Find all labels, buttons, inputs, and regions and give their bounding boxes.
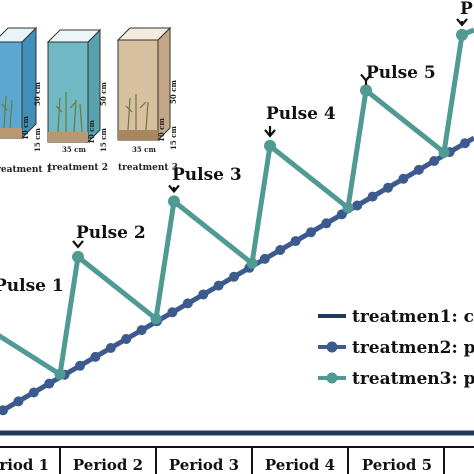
- period-label: Period 1: [0, 456, 49, 474]
- press-series-dot: [136, 325, 147, 336]
- press-series-dot: [182, 298, 193, 309]
- tank-2-depth-label: 15 cm: [99, 128, 108, 152]
- press-series-dot: [321, 218, 332, 229]
- press-series-dot: [290, 236, 301, 247]
- period-label: Period 2: [73, 456, 143, 474]
- pulse-arrow-head: [72, 240, 84, 249]
- pulse-label: P: [460, 0, 473, 19]
- tank-inset: 50 cm 15 cm 10 cm treatment 1 35 cm 50 c…: [0, 26, 178, 175]
- legend-press-swatch-dot: [326, 341, 338, 353]
- period-label: Period 3: [169, 456, 239, 474]
- legend-pulse-label: treatmen3: pu: [352, 369, 474, 389]
- pulse-peak-dot: [456, 28, 468, 41]
- press-series-dot: [398, 173, 409, 184]
- legend: treatmen1: co treatmen2: pr treatmen3: p…: [318, 307, 474, 389]
- pulse-peak-dot: [72, 250, 84, 263]
- pulse-arrow-head: [264, 129, 276, 138]
- press-series-dot: [44, 378, 55, 389]
- tank-1-soil-label: 10 cm: [21, 116, 30, 140]
- press-series-dot: [198, 289, 209, 300]
- period-label: Period 5: [362, 456, 432, 474]
- pulse-trough-dot: [150, 313, 162, 325]
- tank-3-soil-label: 10 cm: [157, 118, 166, 142]
- press-series-dot: [460, 138, 470, 149]
- press-series-dot: [429, 156, 440, 166]
- press-series-dot: [13, 396, 24, 407]
- legend-pulse-swatch-dot: [326, 372, 338, 384]
- period-axis: Period 1 Period 2 Period 3 Period 4 Period 5: [0, 447, 445, 474]
- tank-treatment-2: 35 cm 50 cm 15 cm 10 cm treatment 2: [46, 28, 108, 173]
- press-series-dot: [105, 343, 116, 353]
- tank-2-height-label: 50 cm: [99, 82, 108, 106]
- pulse-label: Pulse 4: [266, 104, 336, 124]
- pulse-trough-dot: [438, 146, 450, 158]
- pulse-label: Pulse 2: [76, 223, 146, 243]
- press-series-dot: [121, 334, 132, 344]
- tank-2-width-label: 35 cm: [62, 145, 86, 154]
- tank-1-height-label: 50 cm: [33, 82, 42, 106]
- press-series-dot: [367, 191, 378, 202]
- pulse-series-line: [0, 27, 474, 379]
- pulse-label: Pulse 3: [172, 165, 242, 185]
- pulse-trough-dot: [246, 257, 258, 269]
- pulse-peak-dot: [264, 139, 276, 152]
- press-series-dot: [28, 387, 39, 398]
- legend-control-label: treatmen1: co: [352, 307, 474, 327]
- press-series-dot: [352, 200, 363, 211]
- pulse-trough-dot: [54, 368, 66, 380]
- press-series-dot: [213, 280, 224, 291]
- pulse-trough-dot: [342, 202, 354, 214]
- press-series-dot: [336, 209, 347, 220]
- tank-1-depth-label: 15 cm: [33, 128, 42, 152]
- period-label: Period 4: [265, 456, 335, 474]
- tank-3-width-label: 35 cm: [132, 145, 156, 154]
- press-series-dot: [383, 182, 393, 193]
- pulse-arrow-head: [360, 73, 372, 83]
- press-series-dot: [259, 253, 270, 264]
- pulse-series: [0, 27, 474, 380]
- press-series-dot: [0, 405, 8, 416]
- pulse-peak-dot: [168, 195, 180, 208]
- pulse-label: Pulse 5: [366, 63, 436, 83]
- pulse-peak-dot: [360, 84, 372, 97]
- pulse-arrow-head: [168, 184, 180, 194]
- press-series-dot: [167, 307, 178, 318]
- tank-treatment-1: 50 cm 15 cm 10 cm treatment 1: [0, 26, 52, 175]
- tank-3-depth-label: 15 cm: [169, 126, 178, 150]
- tank-2-soil-label: 10 cm: [87, 120, 96, 144]
- pulse-arrow-head: [456, 18, 468, 27]
- tank-3-height-label: 50 cm: [169, 80, 178, 104]
- tank-3-caption: treatment 3: [118, 163, 178, 173]
- press-series-dot: [275, 245, 286, 255]
- legend-press-label: treatmen2: pr: [352, 338, 474, 358]
- pulse-label: Pulse 1: [0, 276, 64, 296]
- press-series-dot: [229, 271, 239, 282]
- press-series-dot: [75, 360, 85, 371]
- pulse-labels: Pulse 1 Pulse 2 Pulse 3 Pulse 4 Pulse 5 P: [0, 0, 473, 296]
- tank-2-caption: treatment 2: [48, 163, 108, 173]
- press-series-dot: [90, 351, 101, 362]
- press-series-dot: [413, 164, 424, 175]
- tank-treatment-3: 35 cm 50 cm 15 cm 10 cm treatment 3: [116, 26, 178, 173]
- tank-1-caption: treatment 1: [0, 165, 52, 175]
- press-series-dot: [306, 227, 316, 238]
